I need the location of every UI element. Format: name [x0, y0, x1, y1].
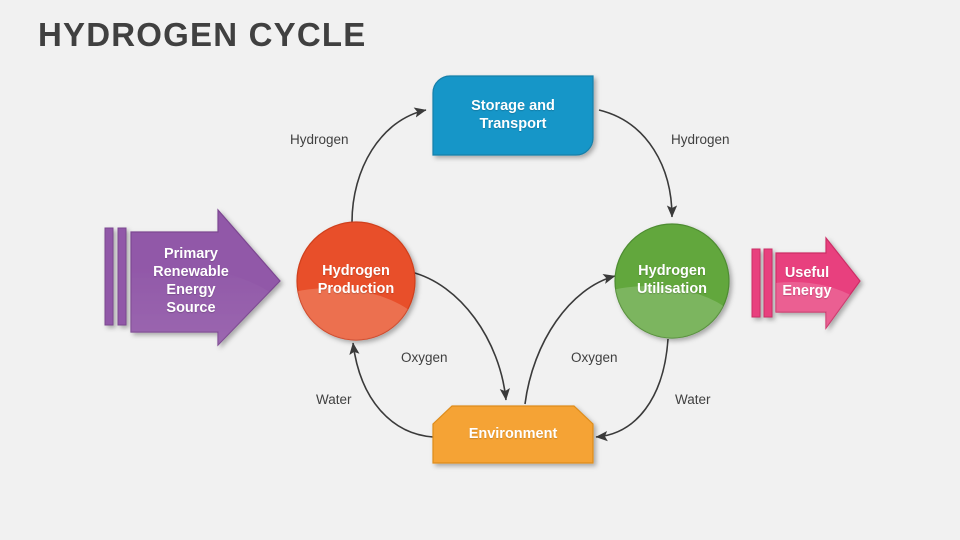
connector-hydrogen-right [598, 109, 678, 218]
useful-energy-bar-1 [751, 248, 761, 318]
node-primary-renewable-energy-source[interactable] [15, 208, 315, 455]
primary-source-bar-2 [117, 227, 127, 326]
node-storage-and-transport[interactable] [432, 75, 594, 156]
useful-energy-bar-2 [763, 248, 773, 318]
page-title: HYDROGEN CYCLE [38, 16, 367, 53]
node-hydrogen-production[interactable] [220, 221, 440, 432]
node-hydrogen-utilisation[interactable] [540, 223, 756, 426]
primary-source-bar-1 [104, 227, 114, 326]
node-useful-energy[interactable] [702, 236, 882, 390]
storage-transport-rect [432, 75, 594, 156]
environment-shape [432, 405, 594, 464]
connector-hydrogen-left [351, 107, 427, 223]
connector-oxygen-right [524, 274, 616, 405]
connector-oxygen-left [410, 271, 510, 401]
connector-water-left [349, 342, 434, 438]
connector-water-right [595, 338, 669, 442]
node-environment[interactable] [432, 405, 594, 464]
